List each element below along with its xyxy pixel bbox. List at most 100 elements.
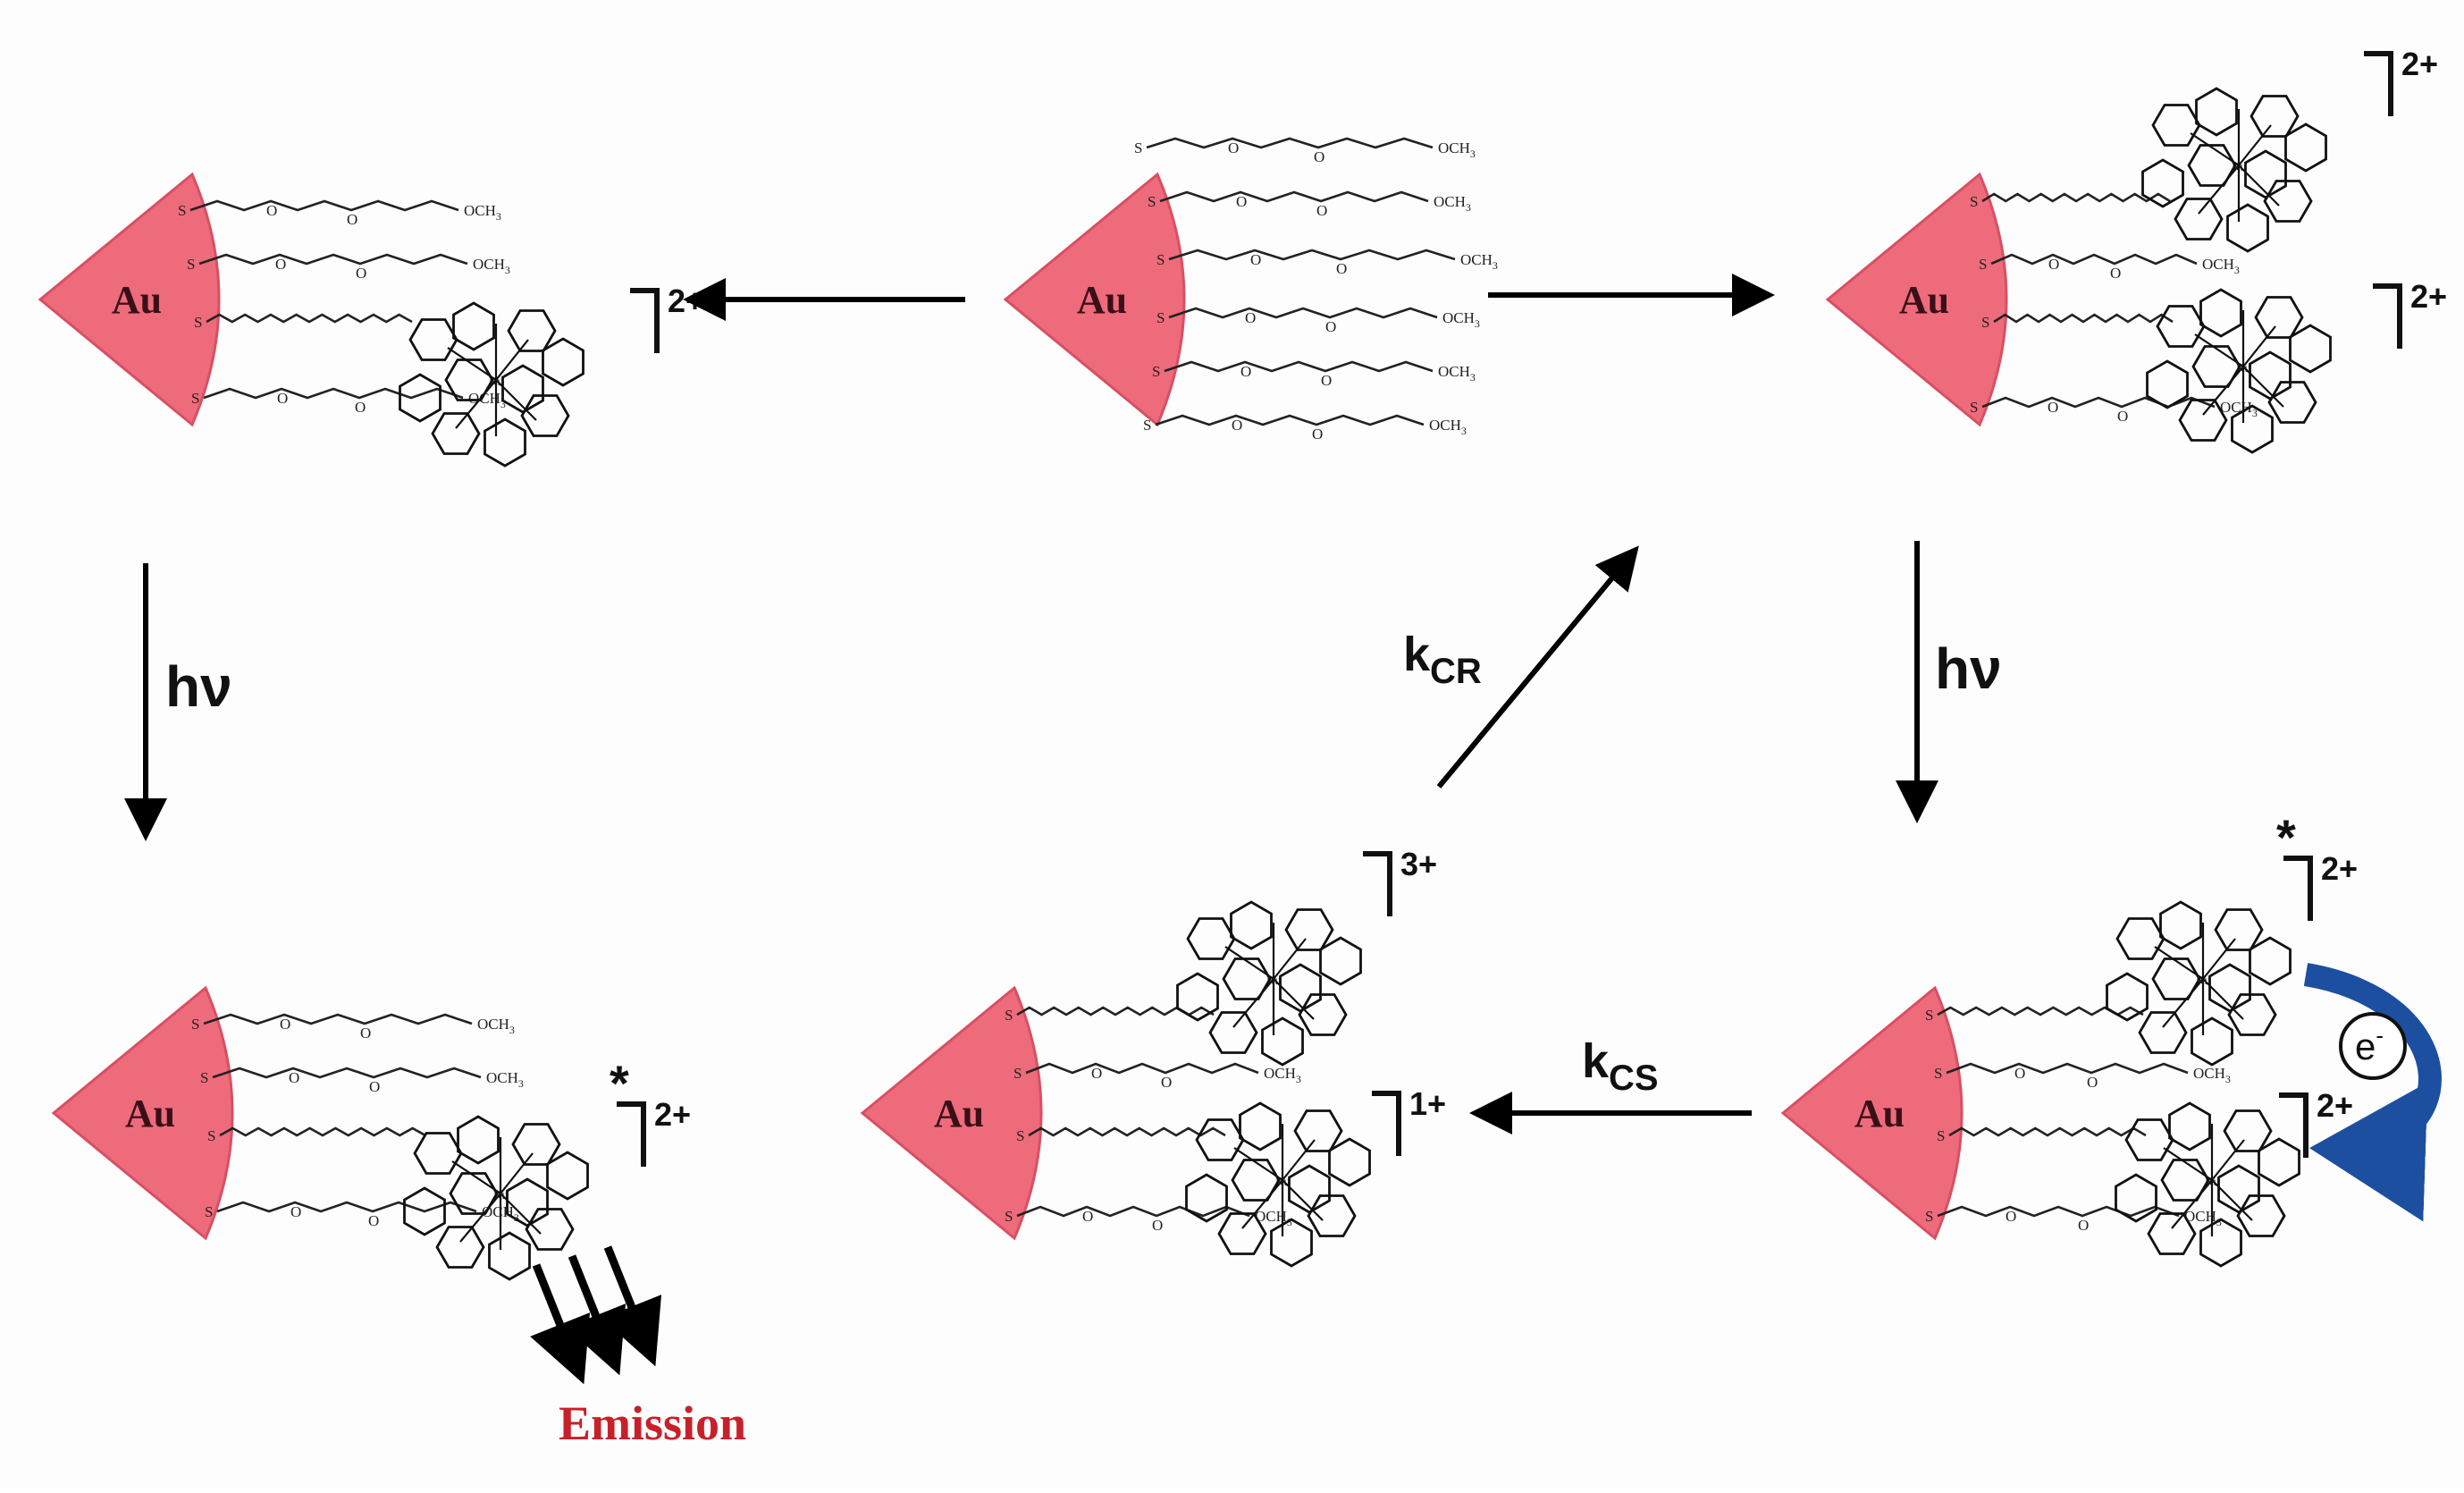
bracket-line (1372, 1091, 1401, 1156)
metal-ligand-bond (2238, 124, 2272, 166)
ru-complex: Ru (1185, 1101, 1371, 1268)
aromatic-ring (2214, 908, 2264, 951)
metal-ligand-bond (495, 379, 537, 421)
och3-subscript: 3 (509, 1024, 515, 1036)
chain-zigzag (1025, 1062, 1259, 1075)
alkyl-linker: S (1981, 313, 2174, 331)
ruthenium-label: Ru (2236, 362, 2250, 375)
och3-subscript: 3 (1287, 1216, 1292, 1228)
excited-state-star: * (610, 1055, 629, 1111)
arrow-kcr (1436, 545, 1639, 789)
aromatic-ring (2289, 324, 2332, 374)
metal-ligand-bond (1282, 1179, 1324, 1221)
oxygen-label: O (1316, 202, 1327, 219)
oxygen-label: O (1228, 139, 1239, 156)
aromatic-ring (1230, 900, 1273, 950)
och3-subscript: 3 (1296, 1073, 1301, 1085)
sulfur-label: S (207, 1127, 215, 1144)
metal-ligand-bond (2162, 978, 2204, 1028)
oxygen-label: O (2087, 1074, 2098, 1091)
och3-subscript: 3 (514, 1211, 519, 1224)
aromatic-ring (488, 1231, 531, 1281)
sulfur-label: S (1937, 1127, 1945, 1144)
och3-label: OCH3 (473, 256, 510, 276)
sulfur-label: S (1970, 399, 1978, 416)
aromatic-ring (1293, 1109, 1343, 1152)
och3-subscript: 3 (1466, 201, 1471, 214)
oxygen-label: O (2048, 256, 2059, 273)
aromatic-ring (520, 394, 570, 437)
oxygen-label: O (1312, 426, 1323, 443)
ruthenium-label: Ru (1275, 1176, 1290, 1189)
aromatic-ring (2159, 900, 2202, 950)
och3-label: OCH3 (2220, 399, 2258, 419)
chain-zigzag (203, 1013, 473, 1025)
aromatic-ring (2187, 144, 2237, 187)
bracket-line (630, 288, 660, 353)
aromatic-ring (506, 1177, 549, 1227)
aromatic-ring (457, 1115, 500, 1165)
chain-zigzag (1028, 1126, 1226, 1137)
aromatic-ring (2254, 296, 2304, 339)
ru-complex: Ru (2106, 900, 2292, 1067)
gold-particle: Au (1003, 172, 1186, 427)
gold-label: Au (934, 1092, 984, 1135)
oxygen-label: O (368, 1212, 379, 1229)
sulfur-label: S (1156, 309, 1165, 326)
och3-subscript: 3 (1493, 259, 1498, 272)
charge-label: 2+ (2321, 850, 2358, 887)
och3-label: OCH3 (1442, 309, 1480, 330)
aromatic-ring (546, 1151, 589, 1201)
sulfur-label: S (191, 390, 199, 407)
oxygen-label: O (2117, 408, 2128, 425)
aromatic-ring (2106, 972, 2149, 1022)
chain-zigzag (189, 199, 459, 212)
ruthenium-label: Ru (1266, 974, 1281, 988)
sulfur-label: S (1016, 1127, 1024, 1144)
och3-subscript: 3 (2234, 264, 2240, 276)
och3-subscript: 3 (496, 210, 501, 223)
aromatic-ring (2138, 1011, 2188, 1054)
bracket-line (617, 1101, 646, 1167)
ruthenium-label: Ru (2196, 974, 2210, 988)
oxygen-label: O (2078, 1217, 2089, 1234)
aromatic-ring (1328, 1137, 1371, 1187)
aromatic-ring (2195, 87, 2238, 137)
gold-particle: Au (38, 172, 221, 427)
aromatic-ring (1222, 957, 1272, 1000)
aromatic-ring (1231, 1159, 1281, 1202)
chain-zigzag (1937, 1205, 2180, 1218)
aromatic-ring (2191, 1016, 2233, 1067)
aromatic-ring (1195, 1118, 1245, 1161)
metal-ligand-bond (2154, 946, 2204, 980)
aromatic-ring (2115, 917, 2165, 960)
sulfur-label: S (1005, 1208, 1013, 1225)
alkyl-linker: S (1005, 1006, 1215, 1024)
oxygen-label: O (1240, 363, 1251, 380)
och3-label: OCH3 (1460, 251, 1498, 272)
aromatic-ring (1319, 936, 1362, 986)
metal-ligand-bond (447, 347, 497, 381)
aromatic-ring (2191, 345, 2241, 388)
sulfur-label: S (1013, 1065, 1022, 1082)
chain-zigzag (1159, 190, 1429, 203)
bracket-line (2364, 51, 2393, 116)
oxygen-label: O (360, 1025, 371, 1042)
metal-ligand-bond (1282, 1139, 1316, 1181)
och3-label: OCH3 (486, 1069, 524, 1090)
chain-zigzag (212, 1067, 482, 1079)
chain-zigzag (1016, 1205, 1250, 1218)
metal-ligand-bond (1233, 1147, 1283, 1181)
gold-particle: Au (1825, 172, 2008, 427)
aromatic-ring (501, 364, 544, 414)
alkyl-linker: S (207, 1126, 426, 1144)
aromatic-ring (399, 373, 442, 423)
